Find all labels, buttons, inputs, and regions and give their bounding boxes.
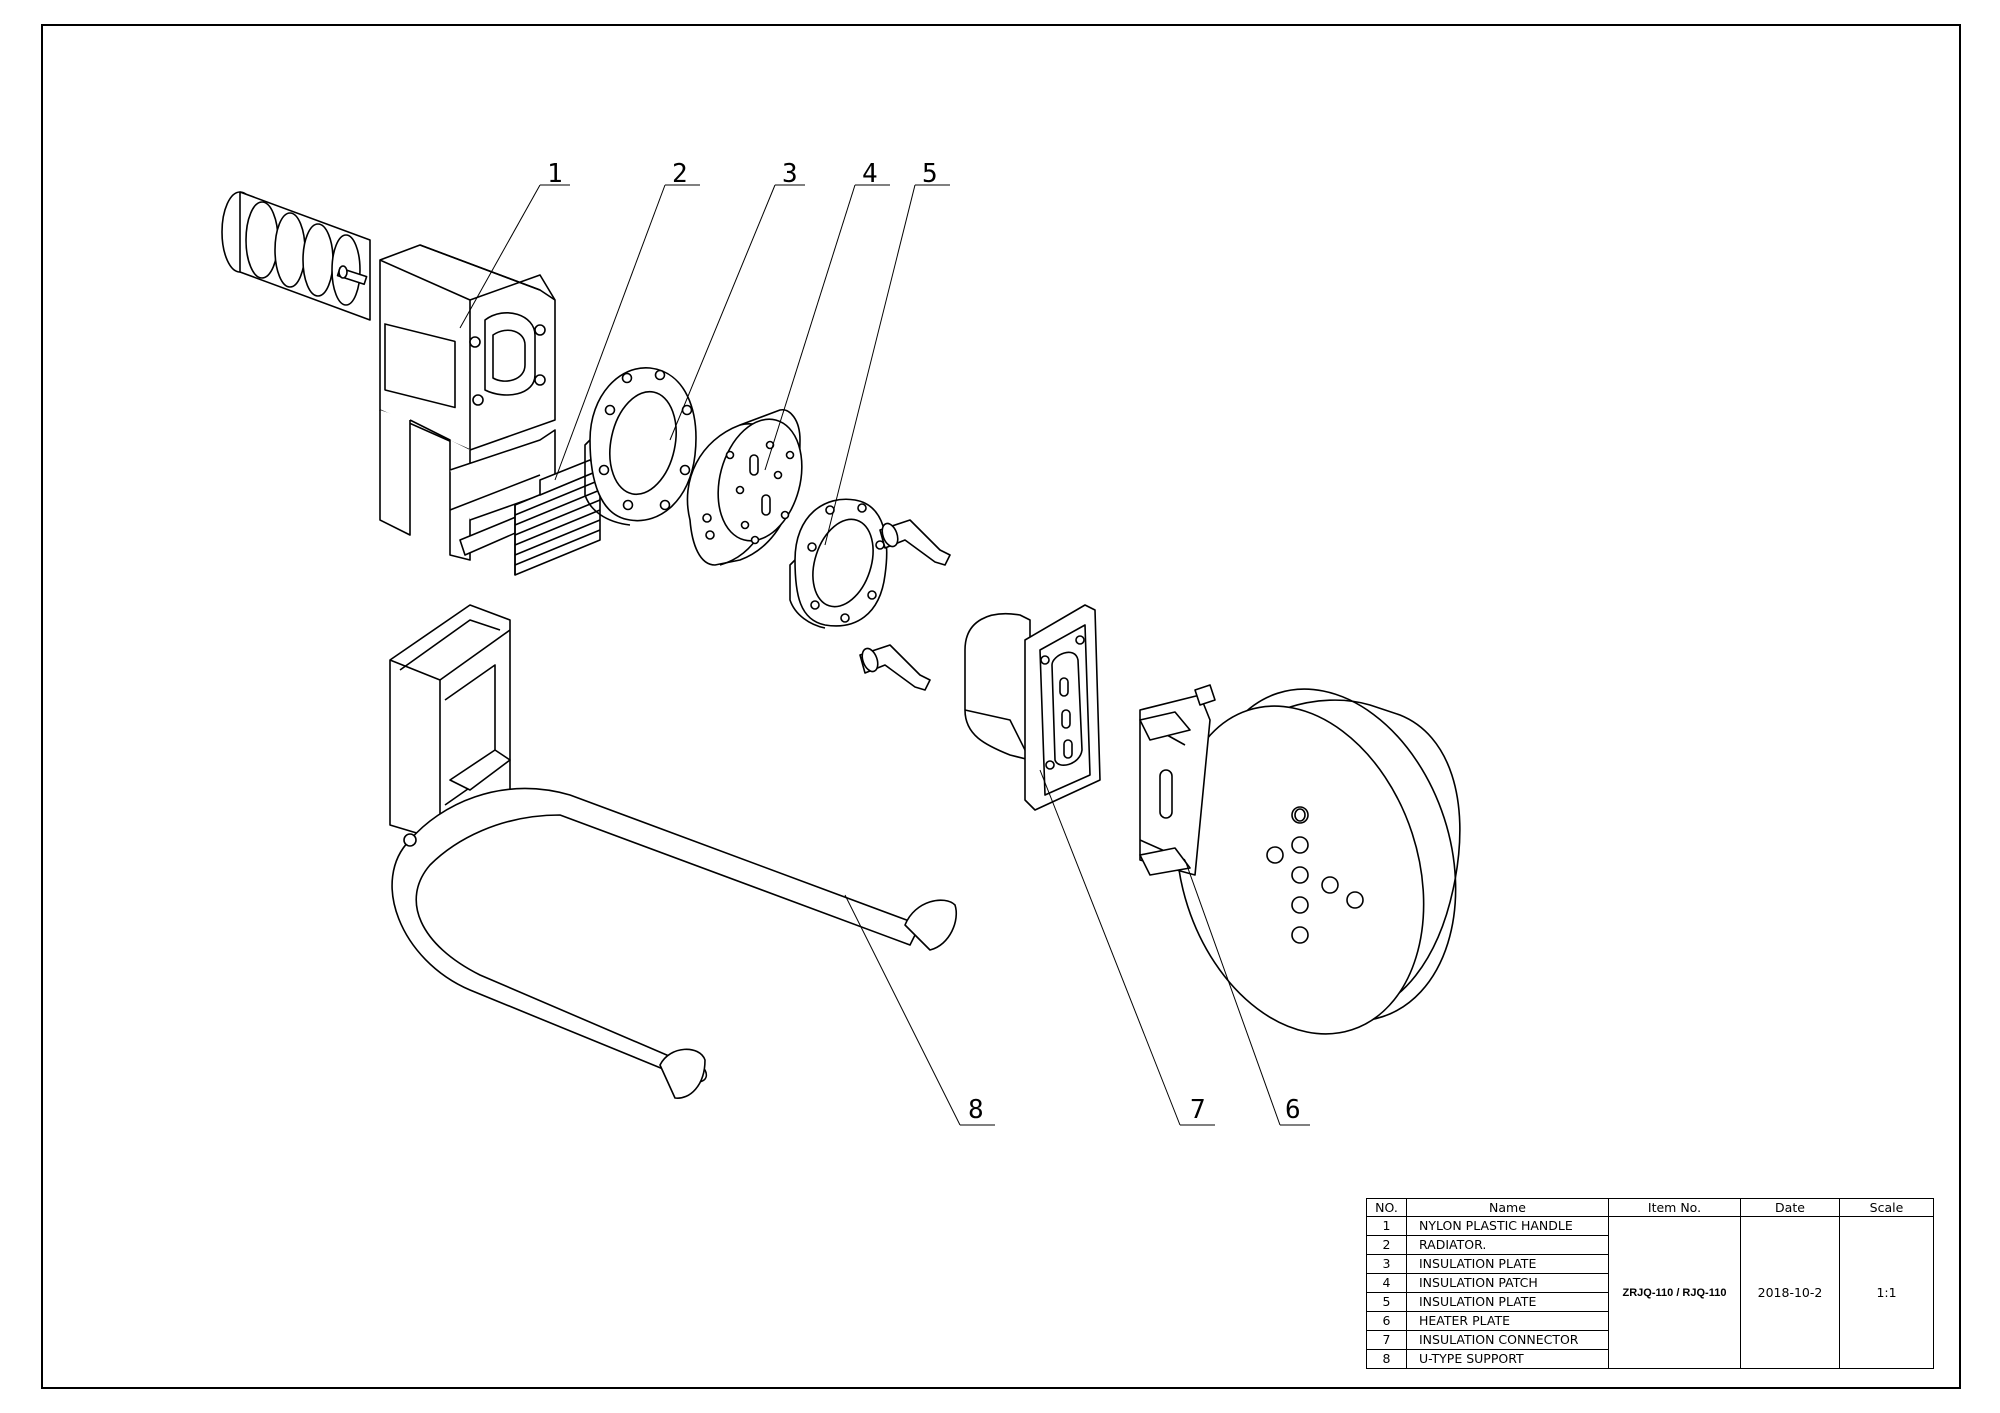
part-3-insulation-plate (584, 367, 697, 526)
leader-lines (459, 184, 1310, 1126)
row-no: 8 (1366, 1349, 1407, 1369)
table-row: 4 INSULATION PATCH (1366, 1273, 1934, 1293)
part-6-heater-plate (1139, 684, 1461, 1035)
callout-7: 7 (1190, 1095, 1206, 1125)
callout-3: 3 (782, 159, 798, 189)
part-7-insulation-connector (964, 604, 1101, 811)
item-no-value: ZRJQ-110 / RJQ-110 (1608, 1216, 1741, 1369)
part-4-insulation-patch (686, 409, 803, 566)
row-name: INSULATION PLATE (1406, 1292, 1609, 1312)
row-name: U-TYPE SUPPORT (1406, 1349, 1609, 1369)
row-no: 5 (1366, 1292, 1407, 1312)
header-name: Name (1406, 1198, 1609, 1217)
table-row: 1 NYLON PLASTIC HANDLE ZRJQ-110 / RJQ-11… (1366, 1216, 1934, 1369)
title-block-header: NO. Name Item No. Date Scale (1366, 1198, 1934, 1217)
row-no: 1 (1366, 1216, 1407, 1236)
row-no: 4 (1366, 1273, 1407, 1293)
title-block: NO. Name Item No. Date Scale 1 NYLON PLA… (1366, 1198, 1934, 1369)
part-1-nylon-plastic-handle (221, 191, 556, 561)
row-no: 2 (1366, 1235, 1407, 1255)
callout-numbers: 1 2 3 4 5 6 7 8 (547, 159, 1301, 1125)
callout-6: 6 (1285, 1095, 1301, 1125)
date-value: 2018-10-2 (1740, 1216, 1840, 1369)
callout-4: 4 (862, 159, 878, 189)
header-date: Date (1740, 1198, 1840, 1217)
sheet-border (41, 24, 1961, 1389)
row-no: 7 (1366, 1330, 1407, 1350)
table-row: 5 INSULATION PLATE (1366, 1292, 1934, 1312)
callout-5: 5 (922, 159, 938, 189)
header-scale: Scale (1839, 1198, 1934, 1217)
screws (859, 519, 951, 691)
row-no: 3 (1366, 1254, 1407, 1274)
row-name: HEATER PLATE (1406, 1311, 1609, 1331)
row-name: NYLON PLASTIC HANDLE (1406, 1216, 1609, 1236)
scale-value: 1:1 (1839, 1216, 1934, 1369)
row-name: INSULATION PATCH (1406, 1273, 1609, 1293)
part-5-insulation-plate (789, 498, 888, 629)
callout-1: 1 (547, 159, 563, 189)
row-name: RADIATOR. (1406, 1235, 1609, 1255)
exploded-assembly (221, 191, 1461, 1099)
table-row: 6 HEATER PLATE (1366, 1311, 1934, 1331)
table-row: 8 U-TYPE SUPPORT (1366, 1349, 1934, 1369)
row-name: INSULATION CONNECTOR (1406, 1330, 1609, 1350)
part-8-u-type-support (389, 604, 957, 1099)
callout-2: 2 (672, 159, 688, 189)
row-no: 6 (1366, 1311, 1407, 1331)
row-name: INSULATION PLATE (1406, 1254, 1609, 1274)
header-no: NO. (1366, 1198, 1407, 1217)
callout-8: 8 (968, 1095, 984, 1125)
header-item-no: Item No. (1608, 1198, 1741, 1217)
